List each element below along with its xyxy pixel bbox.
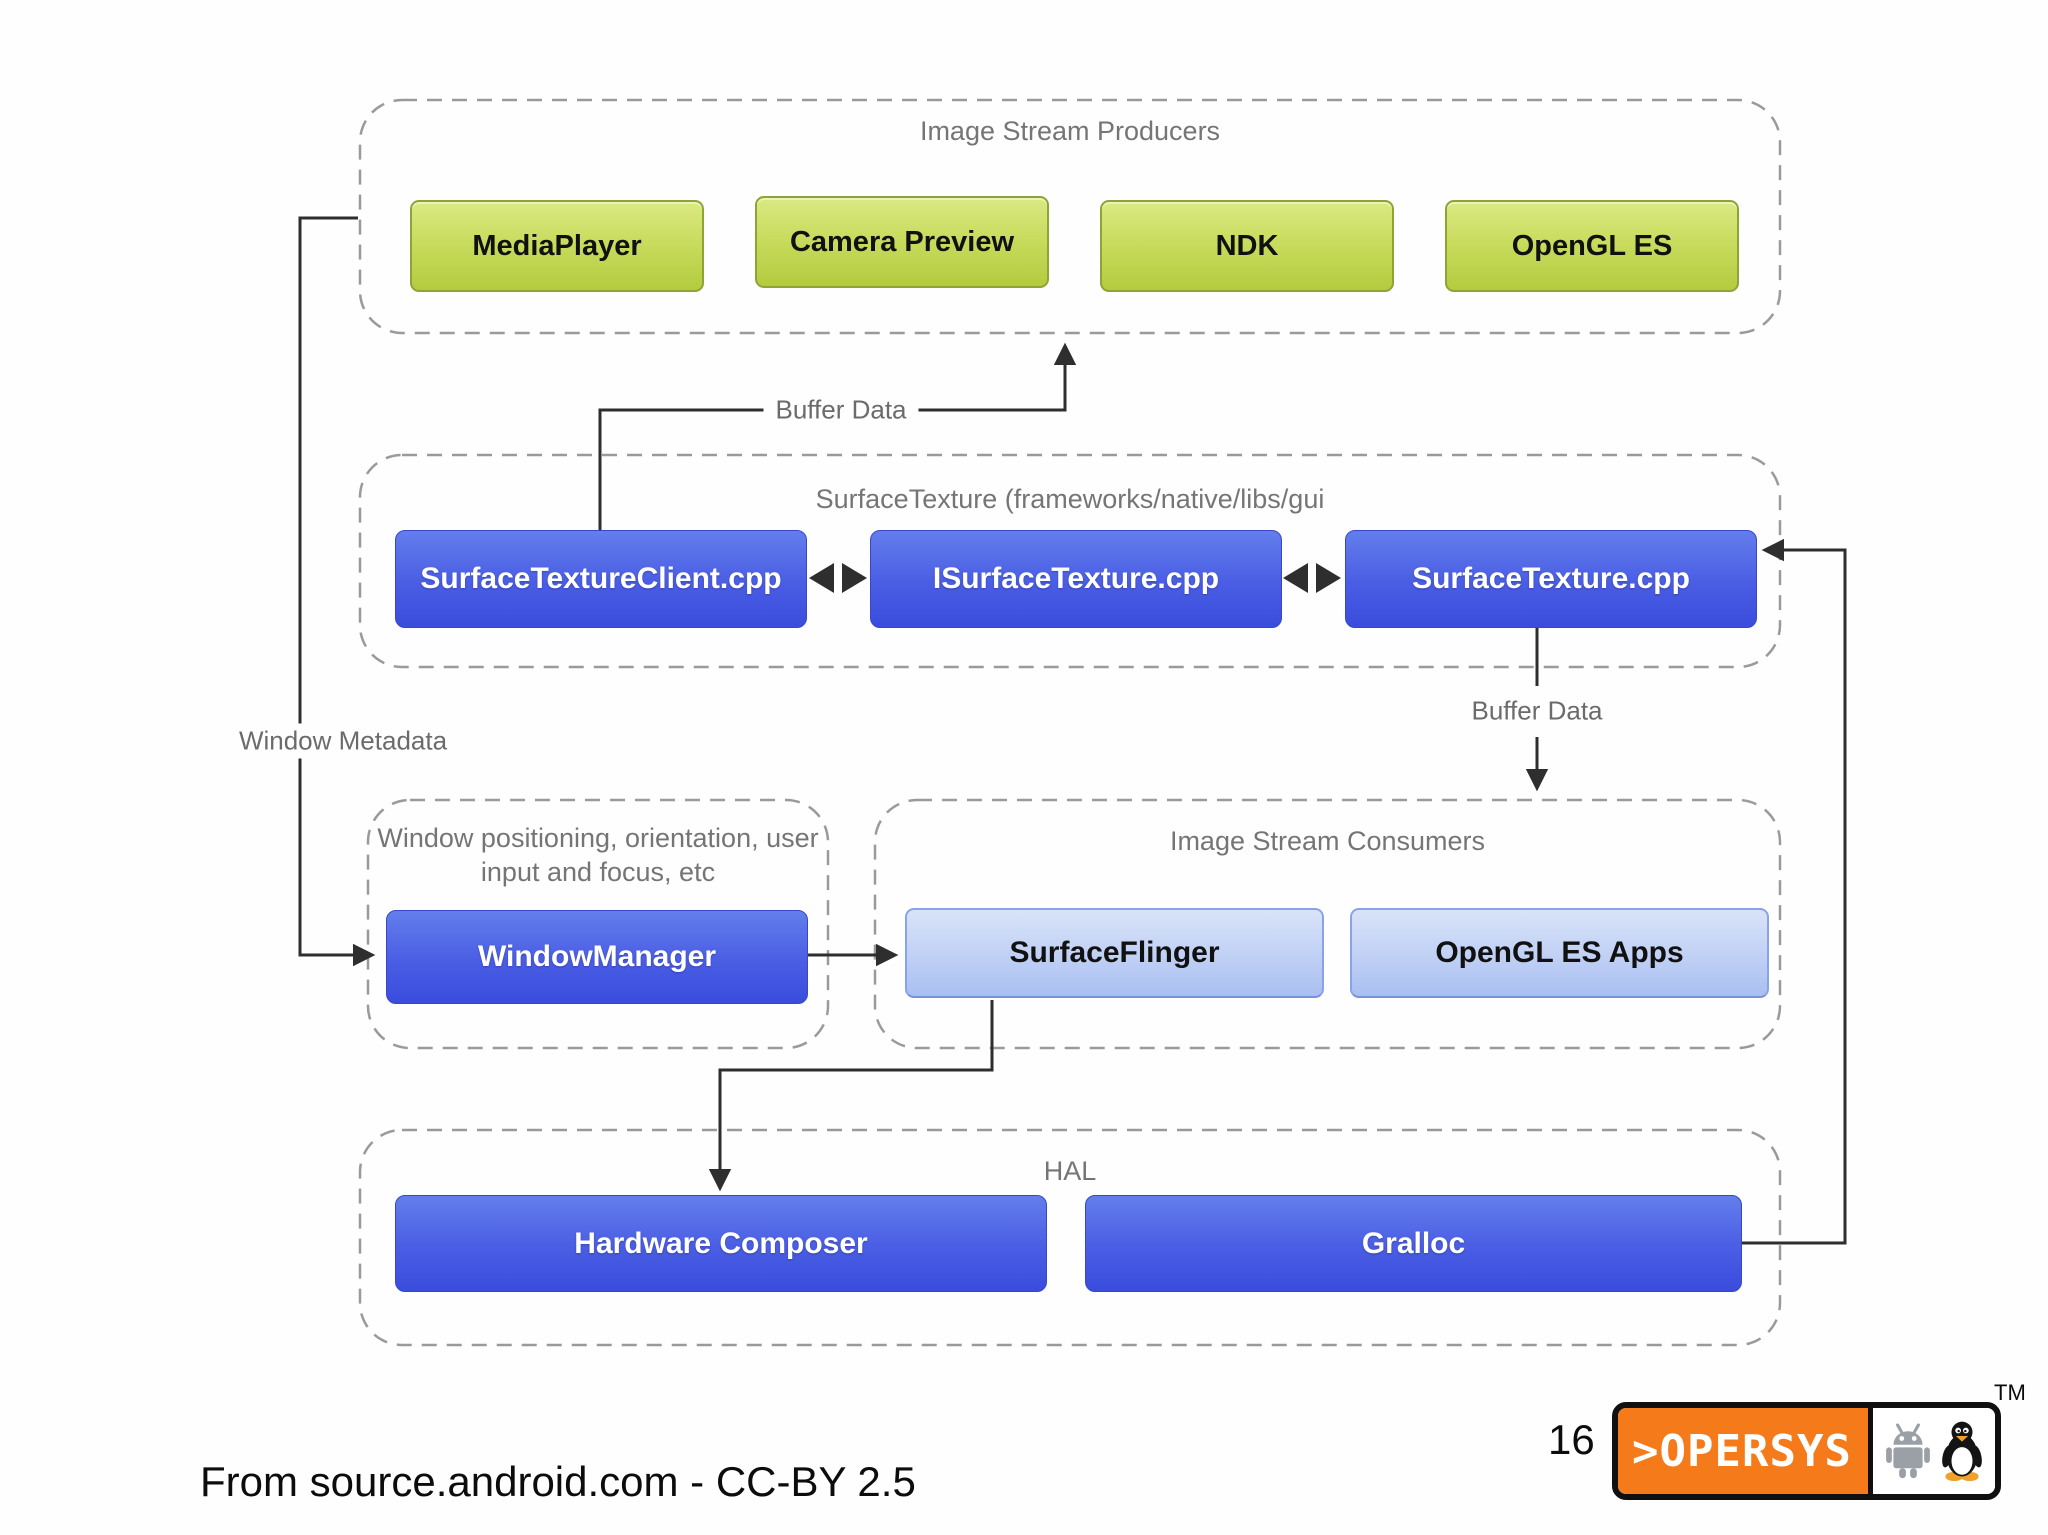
surfacetexture-container (358, 453, 1782, 669)
android-robot-icon (1886, 1423, 1930, 1479)
consumers-container (873, 798, 1782, 1050)
surfacetexture-label: SurfaceTexture (frameworks/native/libs/g… (815, 484, 1325, 514)
node-mediaplayer: MediaPlayer (410, 200, 704, 292)
source-caption: From source.android.com - CC-BY 2.5 (200, 1458, 916, 1505)
double-arrow-client-isurface (809, 563, 867, 593)
node-gralloc: Gralloc (1085, 1195, 1742, 1292)
window-metadata-label: Window Metadata (226, 723, 460, 759)
node-opengl-es: OpenGL ES (1445, 200, 1739, 292)
hal-label: HAL (1043, 1156, 1097, 1186)
node-surfaceflinger: SurfaceFlinger (905, 908, 1324, 998)
consumers-label: Image Stream Consumers (1169, 826, 1486, 856)
windowmanager-caption: Window positioning, orientation, user in… (377, 823, 819, 887)
opersys-logo-text: >OPERSYS (1618, 1408, 1868, 1494)
edge-sf-to-hwcomposer (708, 1000, 994, 1192)
opersys-logo: >OPERSYS (1612, 1402, 2001, 1500)
node-windowmanager: WindowManager (386, 910, 808, 1004)
node-isurfacetexture: ISurfaceTexture.cpp (870, 530, 1282, 628)
windowmanager-container (366, 798, 830, 1050)
opersys-logo-icons (1867, 1408, 1995, 1494)
buffer-data-bottom-label: Buffer Data (1459, 693, 1615, 729)
node-hardware-composer: Hardware Composer (395, 1195, 1047, 1292)
edge-gralloc-to-surfacetexture (1740, 538, 1847, 1245)
node-ndk: NDK (1100, 200, 1394, 292)
node-surfacetextureclient: SurfaceTextureClient.cpp (395, 530, 807, 628)
producers-container (358, 98, 1782, 335)
node-opengl-es-apps: OpenGL ES Apps (1350, 908, 1769, 998)
trademark-label: TM (1994, 1380, 2026, 1405)
node-surfacetexture: SurfaceTexture.cpp (1345, 530, 1757, 628)
buffer-data-top-label: Buffer Data (763, 392, 919, 428)
tux-penguin-icon (1942, 1421, 1982, 1482)
edge-window-metadata (298, 216, 376, 967)
page-number: 16 (1548, 1416, 1595, 1463)
double-arrow-isurface-surface (1283, 563, 1341, 593)
node-camera-preview: Camera Preview (755, 196, 1049, 288)
producers-label: Image Stream Producers (919, 116, 1221, 146)
